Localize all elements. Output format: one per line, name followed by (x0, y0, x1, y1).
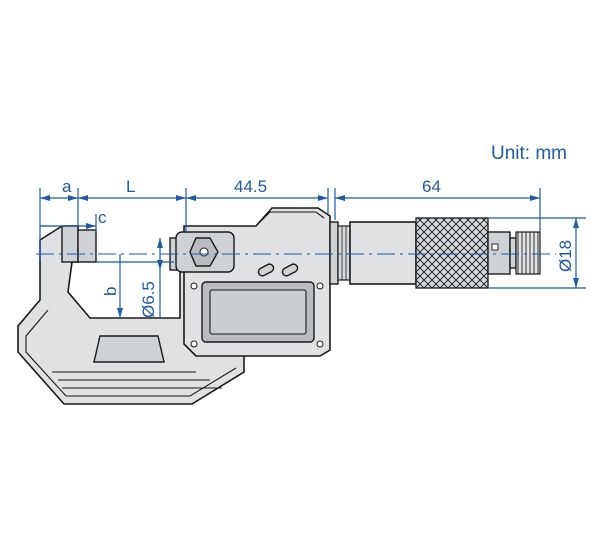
dim-label-thimble-diameter: Ø18 (556, 240, 575, 272)
anvil (61, 225, 97, 263)
unit-label: Unit: mm (491, 143, 567, 164)
ratchet-stop (487, 231, 541, 275)
dim-label-anvil-diameter: Ø6.5 (139, 281, 158, 318)
sleeve (329, 221, 417, 285)
dim-label-thimble-length: 64 (422, 177, 441, 196)
dim-label-frame-length: 44.5 (234, 177, 267, 196)
thimble-knurl (415, 217, 489, 289)
dimension-lines (36, 188, 586, 318)
dim-label-b: b (101, 287, 120, 296)
dim-label-L: L (126, 177, 135, 196)
dim-label-c: c (98, 208, 107, 227)
dim-label-a: a (62, 177, 72, 196)
display-housing (175, 207, 331, 357)
